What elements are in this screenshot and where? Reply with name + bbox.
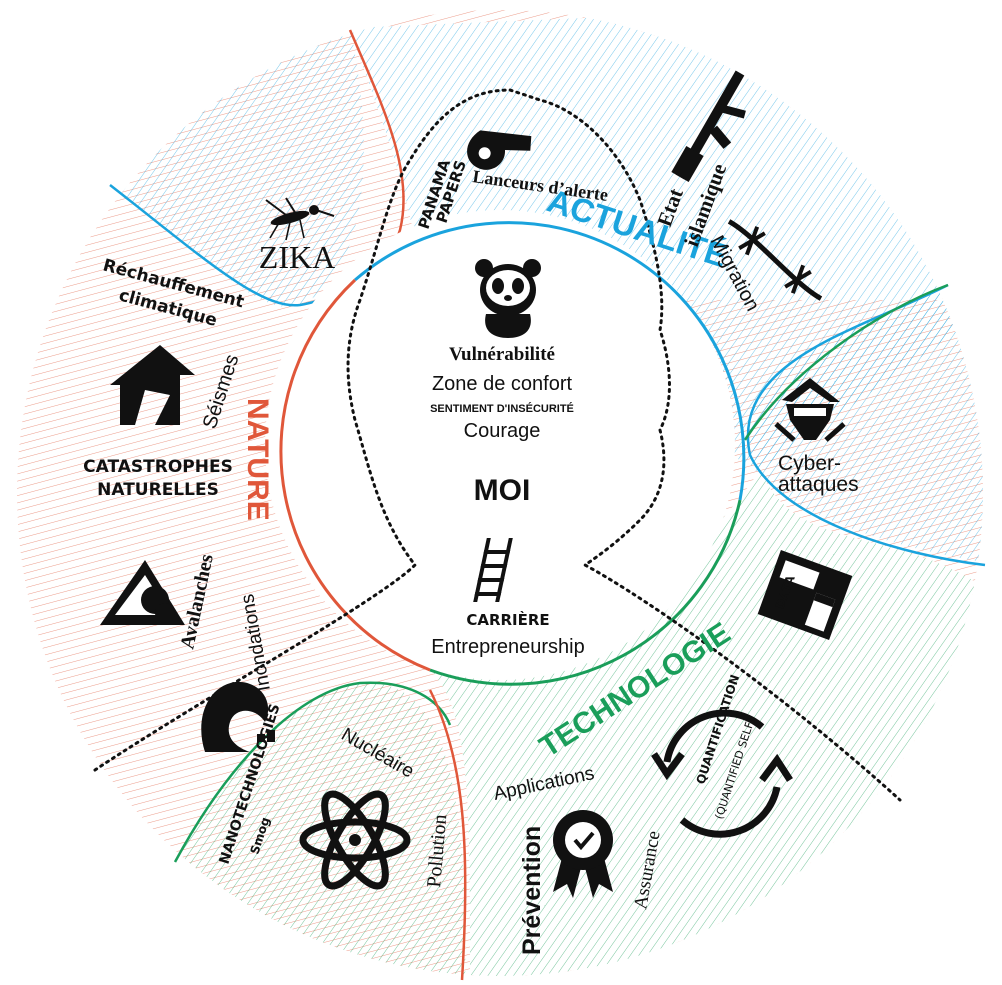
data-card-icon xyxy=(757,550,853,640)
award-badge-icon xyxy=(553,810,613,898)
actualite-ring xyxy=(354,221,746,501)
center-courage: Courage xyxy=(464,420,541,442)
avalanche-icon xyxy=(100,560,185,625)
center-entrepreneurship: Entrepreneurship xyxy=(431,636,584,658)
technologie-ring xyxy=(429,499,742,686)
nature-ring xyxy=(279,278,431,672)
center-sentiment: SENTIMENT D'INSÉCURITÉ xyxy=(430,402,574,415)
cyber-label-1: Cyber- xyxy=(778,452,841,475)
cycle-arrows-icon xyxy=(651,709,793,838)
cyber-label-2: attaques xyxy=(778,473,859,496)
wave-icon xyxy=(201,681,275,752)
head-silhouette xyxy=(93,88,902,802)
center-vulnerabilite: Vulnérabilité xyxy=(449,344,555,365)
ladder-icon xyxy=(473,538,513,602)
prevention-label: Prévention xyxy=(518,826,546,955)
technologie-boundary-top xyxy=(743,283,949,441)
barbed-wire-icon xyxy=(727,219,823,301)
panda-icon xyxy=(475,259,541,338)
catastrophes-label-2: NATURELLES xyxy=(97,480,219,500)
nature-boundary-bottom xyxy=(428,689,467,981)
rifle-icon xyxy=(671,70,746,182)
technologie-boundary-left xyxy=(173,681,452,863)
whistle-icon xyxy=(467,130,532,170)
actualite-boundary-right xyxy=(746,283,986,567)
house-quake-icon xyxy=(110,345,195,425)
zika-label: ZIKA xyxy=(259,239,335,275)
center-carriere: CARRIÈRE xyxy=(466,610,549,629)
cyber-overlap xyxy=(749,280,983,565)
atom-icon xyxy=(299,790,411,890)
sector-title-nature: NATURE xyxy=(241,398,274,521)
hacker-icon xyxy=(774,378,846,442)
center-moi: MOI xyxy=(474,474,531,507)
catastrophes-label-1: CATASTROPHES xyxy=(83,457,233,477)
mosquito-icon xyxy=(265,197,335,241)
center-disc xyxy=(265,210,735,680)
center-zone-confort: Zone de confort xyxy=(432,373,573,395)
